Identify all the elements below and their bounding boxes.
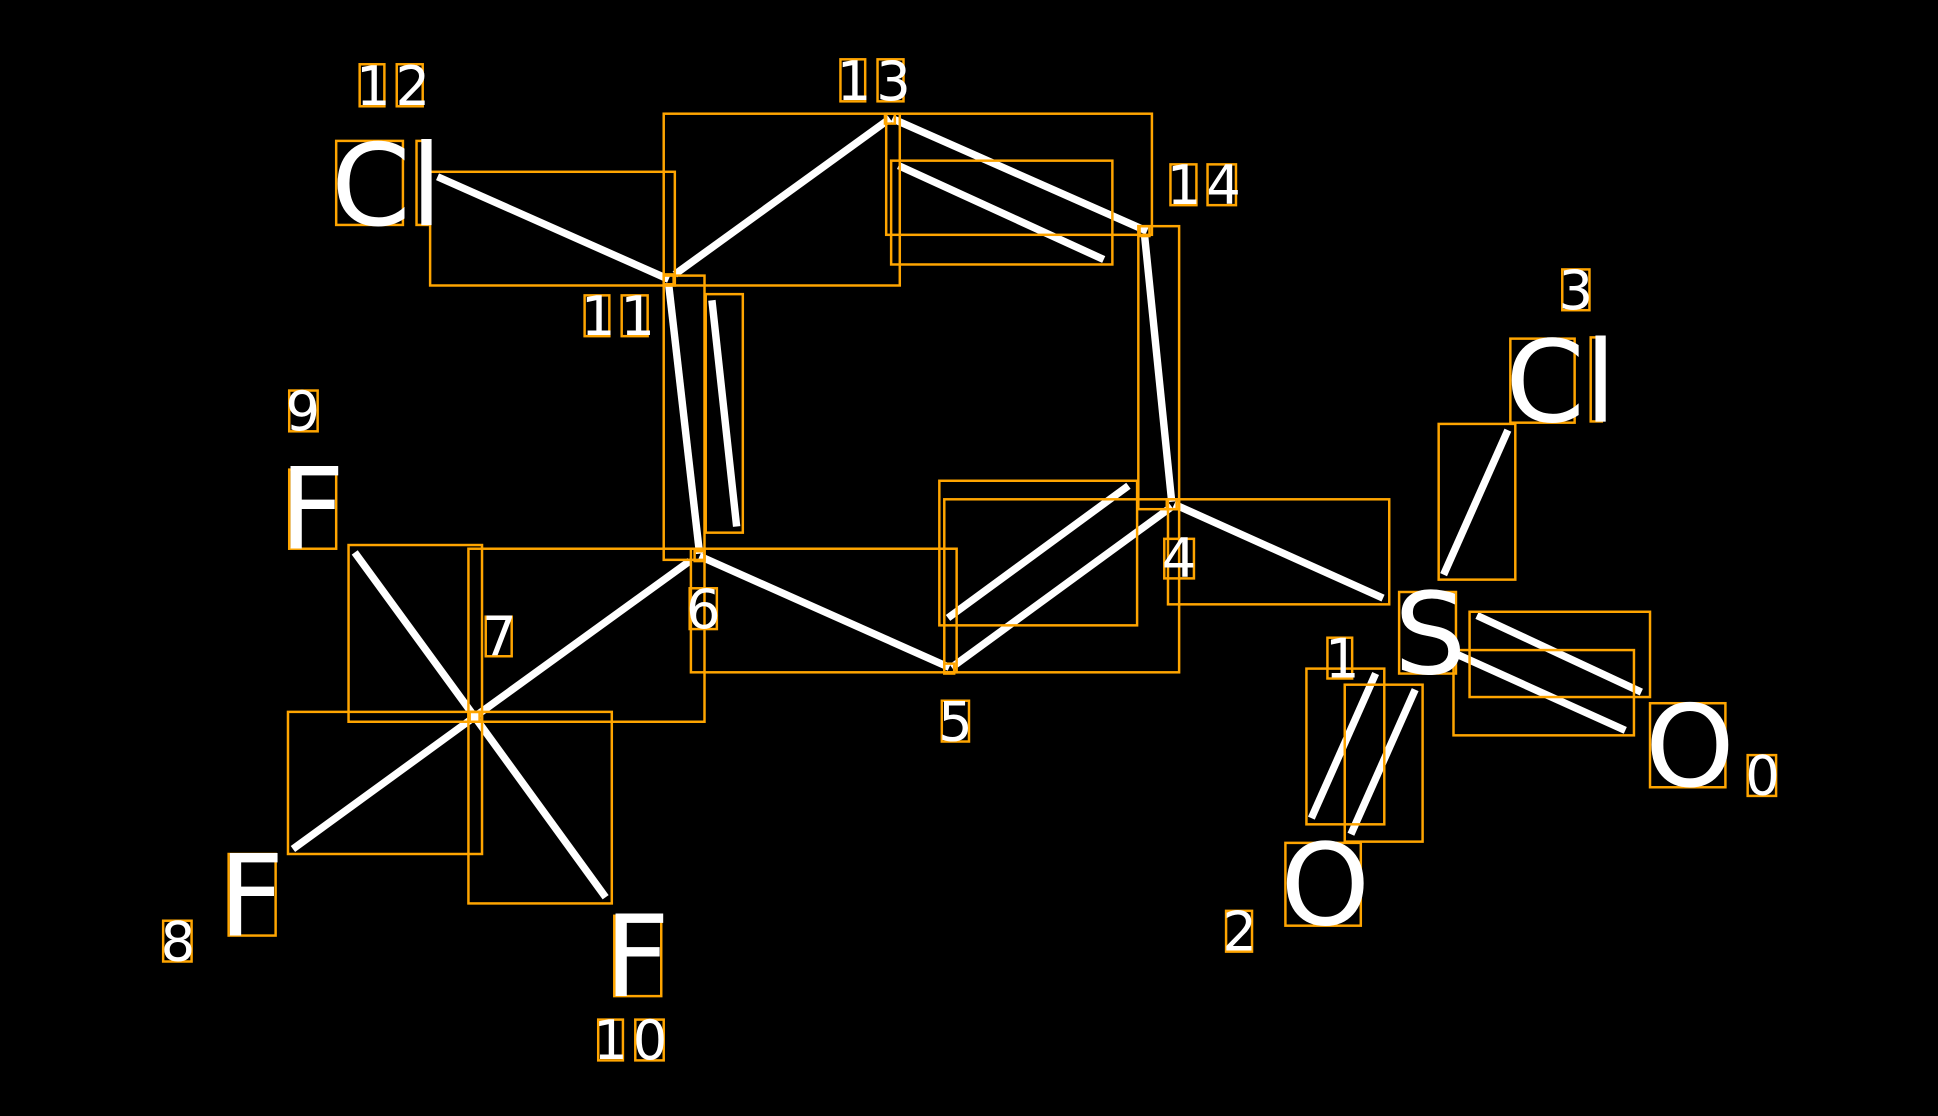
atom-index-13: 13 [837,50,916,113]
bounding-box [467,547,706,723]
atom-o-2: O [1280,818,1370,951]
bounding-box [1452,648,1636,737]
atom-index-9: 9 [286,380,321,443]
bounding-box [1746,753,1778,798]
bounding-box [634,1018,665,1062]
bond-line [698,552,951,671]
bounding-box [689,547,958,674]
atom-f-10: F [604,890,669,1023]
bounding-boxes [161,58,1778,1062]
bond-line [708,299,741,527]
bounding-box [227,852,277,937]
atom-index-4: 4 [1162,527,1197,590]
bond-line [672,115,893,278]
bounding-box [1648,701,1727,789]
bounding-box [1468,610,1652,699]
bounding-box [484,615,513,658]
atom-index-6: 6 [686,578,721,641]
bounding-box [1137,224,1181,511]
atom-index-12: 12 [356,55,435,118]
bounding-box [468,710,481,723]
bond-line [436,173,671,283]
bond-line [290,713,477,853]
bounding-box [286,710,484,856]
bounding-box [467,710,614,905]
atom-o-0: O [1645,680,1735,813]
atom-index-2: 2 [1222,900,1257,963]
atom-index-11: 11 [581,285,660,348]
atom-f-8: F [219,830,284,963]
bounding-box [889,159,1114,266]
atom-index-10: 10 [593,1009,672,1072]
bounding-box [287,468,338,550]
bounding-box [943,498,1181,674]
bounding-box [839,58,867,103]
bounding-box [428,170,677,287]
bounding-box [583,294,611,338]
bounding-box [334,139,405,227]
atom-index-14: 14 [1167,154,1246,217]
bounding-box [1589,336,1604,423]
bond-line [471,714,609,900]
bounding-box [287,389,319,433]
bounding-box [613,914,663,998]
bond-line [890,115,1149,235]
bounding-box [1169,163,1198,207]
atom-cl-3: Cl [1505,315,1616,448]
atom-index-7: 7 [482,605,517,668]
bond-line [1140,234,1176,503]
bond-line [1172,500,1385,602]
bounding-box [876,58,905,103]
bounding-box [884,112,1154,237]
bounding-box [693,549,706,563]
bounding-box [1165,498,1178,511]
bounding-box [1509,337,1576,424]
atom-index-8: 8 [161,910,196,973]
bounding-box [1166,498,1391,606]
bond-line [351,550,478,719]
bounding-box [938,479,1139,627]
bounding-box [347,543,484,723]
bounding-box [620,294,649,338]
bond-line [949,503,1174,671]
bond-line [1440,428,1512,577]
bounding-box [1326,636,1354,680]
bounding-box [883,112,897,125]
atom-s: S [1394,568,1466,701]
bond-line [472,558,692,720]
bounding-box [1343,683,1424,843]
atom-index-5: 5 [938,690,973,753]
atom-index-1: 1 [1325,627,1360,690]
bounding-box [704,292,745,534]
bounding-box [1224,909,1254,953]
bounding-box [940,699,971,743]
bounding-box [943,662,956,675]
bounding-box [415,139,429,227]
bounding-box [161,919,193,963]
bond-line [897,162,1106,263]
bounding-box [1561,268,1591,312]
bounding-box [1284,841,1363,927]
bounding-box [358,63,386,108]
bounding-box [662,273,675,286]
atom-cl-12: Cl [331,119,442,252]
atom-f-9: F [279,443,344,576]
bounding-box [662,112,902,287]
bond-line [664,283,704,555]
bond-line [945,482,1131,621]
atom-index-0: 0 [1745,745,1780,808]
bond-line [1456,651,1627,734]
bounding-box [1206,163,1238,207]
bounding-box [596,1018,625,1062]
bond-line [1475,612,1643,696]
atom-index-3: 3 [1559,259,1594,322]
bounding-box [395,63,424,108]
bounding-box [1397,590,1458,675]
bounding-box [1437,422,1517,581]
bounding-box [1138,224,1151,238]
